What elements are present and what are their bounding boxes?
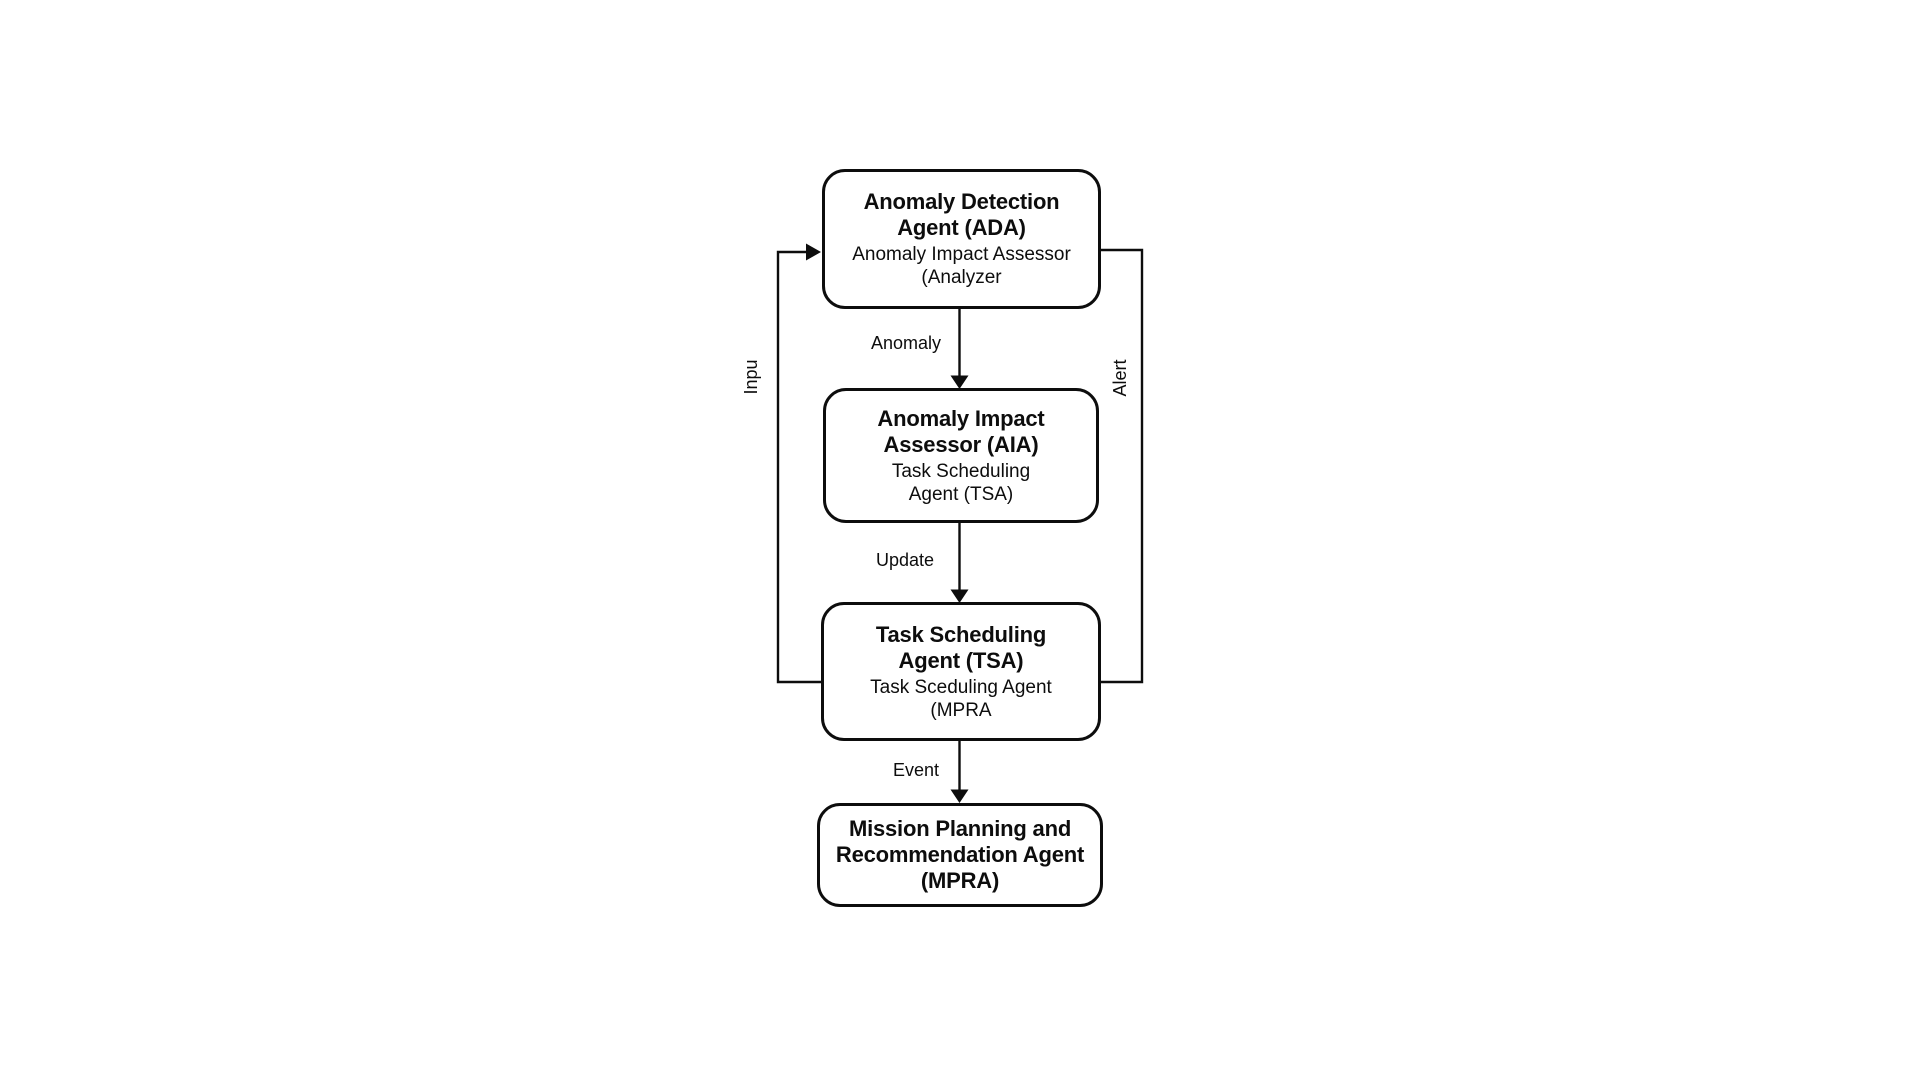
node-subtitle-line: (Analyzer — [921, 267, 1002, 288]
node-subtitle-line: Task Sceduling Agent — [870, 676, 1052, 698]
node-title-line: Mission Planning and — [848, 816, 1072, 841]
node-title-line: Recommendation Agent — [835, 842, 1085, 867]
arrowhead-down-icon — [950, 375, 969, 389]
node-ada: Anomaly Detection Agent (ADA) Anomaly Im… — [822, 169, 1101, 309]
node-aia: Anomaly Impact Assessor (AIA) Task Sched… — [823, 388, 1099, 523]
node-title-line: Anomaly Impact — [877, 405, 1045, 431]
node-mpra: Mission Planning and Recommendation Agen… — [817, 803, 1103, 907]
node-subtitle-line: Agent (TSA) — [908, 483, 1014, 505]
node-title-line: Anomaly Detection — [863, 189, 1060, 214]
edge-label-event: Event — [893, 760, 940, 780]
edge-feedback-right — [1100, 248, 1144, 684]
edge-label-update: Update — [876, 550, 935, 570]
edge-label-inpu: Inpu — [741, 359, 761, 395]
node-tsa: Task Scheduling Agent (TSA) Task Sceduli… — [821, 602, 1101, 741]
node-title-line: Agent (TSA) — [898, 647, 1024, 673]
arrowhead-down-icon — [950, 789, 969, 803]
arrowhead-down-icon — [950, 589, 969, 603]
node-subtitle-line: Anomaly Impact Assessor — [852, 244, 1071, 265]
arrowhead-right-icon — [806, 243, 821, 261]
edge-feedback-left — [776, 250, 821, 684]
node-title-line: Agent (ADA) — [897, 215, 1026, 240]
node-title-line: (MPRA) — [920, 868, 1000, 893]
node-title-line: Assessor (AIA) — [883, 431, 1039, 457]
node-title-line: Task Scheduling — [875, 621, 1047, 647]
edge-label-alert: Alert — [1110, 359, 1130, 397]
node-subtitle-line: (MPRA — [930, 699, 992, 721]
edge-label-anomaly: Anomaly — [871, 333, 942, 353]
node-subtitle-line: Task Scheduling — [891, 460, 1031, 482]
